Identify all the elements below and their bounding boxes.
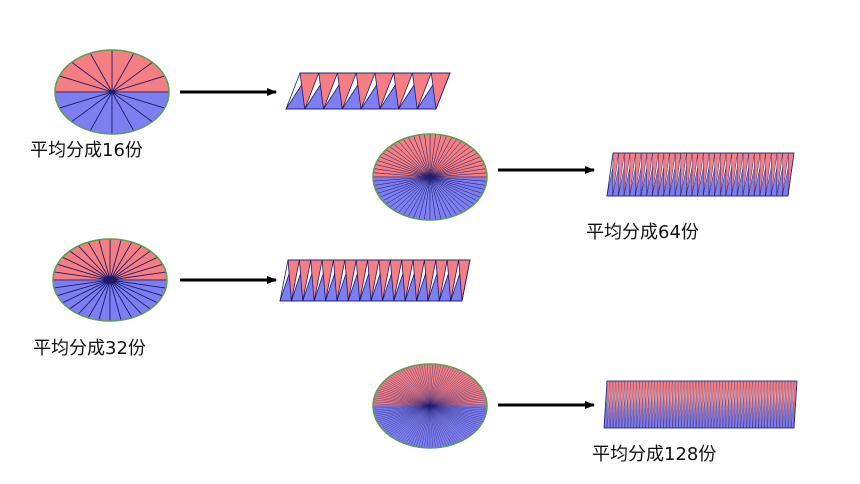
strip-32-outline bbox=[279, 259, 471, 302]
label-64-slices: 平均分成64份 bbox=[586, 222, 699, 243]
circle-128-slices bbox=[372, 363, 488, 449]
label-16-slices: 平均分成16份 bbox=[30, 140, 143, 161]
strip-128-outline bbox=[603, 380, 798, 429]
panel-16-slices bbox=[54, 49, 451, 135]
circle-32-slices bbox=[52, 238, 168, 322]
circle-128-rim bbox=[372, 363, 488, 449]
circle-32-rim bbox=[52, 238, 168, 322]
strip-32-slices bbox=[279, 259, 471, 302]
strip-16-outline bbox=[285, 72, 451, 110]
strip-128-slices bbox=[603, 380, 798, 429]
panel-64-slices bbox=[372, 133, 795, 221]
circle-64-slices bbox=[372, 133, 488, 221]
label-32-slices: 平均分成32份 bbox=[33, 338, 146, 359]
panel-32-slices bbox=[52, 238, 471, 322]
circle-64-rim bbox=[372, 133, 488, 221]
circle-16-rim bbox=[54, 49, 170, 135]
label-128-slices: 平均分成128份 bbox=[592, 444, 717, 465]
strip-64-slices bbox=[606, 152, 795, 197]
strip-16-slices bbox=[285, 72, 451, 110]
circle-16-slices bbox=[54, 49, 170, 135]
panel-128-slices bbox=[372, 363, 798, 449]
strip-64-outline bbox=[606, 152, 795, 197]
